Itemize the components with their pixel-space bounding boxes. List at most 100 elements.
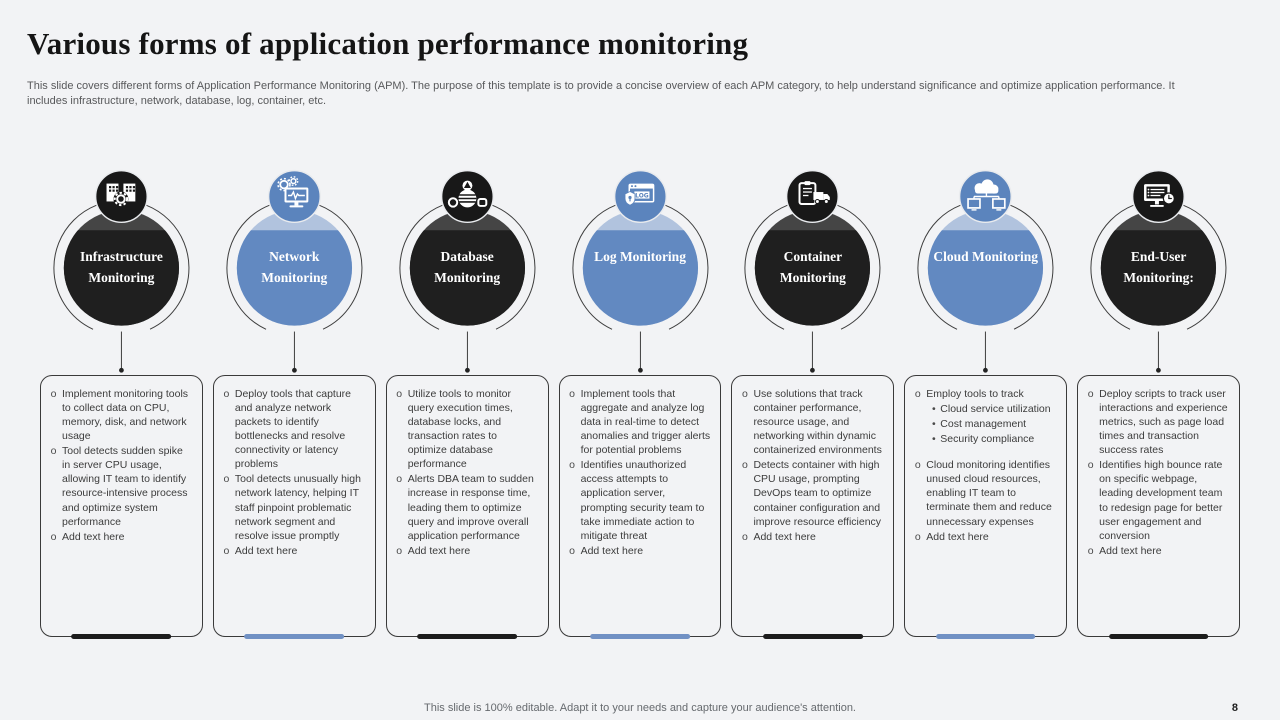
- bullet-item: o Add text here: [736, 530, 883, 544]
- monitor-report-clock-icon: [1144, 184, 1176, 207]
- apm-columns: Infrastructure Monitoring o Implement mon…: [40, 160, 1241, 639]
- sub-bullet-item: • Security compliance: [927, 432, 1066, 446]
- column-infrastructure: Infrastructure Monitoring o Implement mon…: [40, 160, 203, 639]
- log-window-shield-icon: LOG: [624, 183, 654, 206]
- category-graphic: [917, 169, 1054, 373]
- card-accent-bar: [71, 634, 172, 639]
- bullet-marker: o: [1087, 459, 1094, 472]
- card-accent-bar: [244, 634, 345, 639]
- category-card: o Implement monitoring tools to collect d…: [40, 375, 203, 639]
- bullet-item: o Alerts DBA team to sudden increase in r…: [391, 472, 538, 542]
- bullet-text: Tool detects sudden spike in server CPU …: [62, 445, 188, 528]
- bullet-text: Implement monitoring tools to collect da…: [62, 388, 189, 443]
- card-accent-bar: [1108, 634, 1209, 639]
- footer-note: This slide is 100% editable. Adapt it to…: [424, 702, 856, 714]
- database-icon: [447, 180, 488, 208]
- bullet-item: o Add text here: [564, 544, 711, 558]
- bullet-item: o Add text here: [391, 544, 538, 558]
- bullet-item: o Add text here: [218, 544, 365, 558]
- bullet-marker: o: [1087, 388, 1094, 400]
- bullet-marker: o: [742, 459, 748, 472]
- page-title: Various forms of application performance…: [27, 26, 749, 61]
- bullet-text: Add text here: [753, 530, 816, 543]
- bullet-text: Cloud monitoring identifies unused cloud…: [926, 459, 1052, 528]
- bullet-text: Add text here: [1099, 544, 1162, 557]
- bullet-text: Add text here: [407, 544, 471, 557]
- bullet-text: Alerts DBA team to sudden increase in re…: [407, 473, 534, 542]
- bullet-text: Deploy scripts to track user interaction…: [1099, 388, 1228, 457]
- clipboard-truck-icon: [798, 181, 831, 205]
- category-graphic: [53, 169, 190, 373]
- bullet-marker: o: [1087, 544, 1094, 557]
- category-title: Cloud Monitoring: [933, 249, 1039, 264]
- sub-bullet-marker: •: [931, 403, 936, 416]
- card-accent-bar: [417, 634, 517, 639]
- sub-bullet-text: Cloud service utilization: [940, 403, 1051, 416]
- bullet-text: Add text here: [62, 530, 125, 543]
- sub-bullet-list: • Cloud service utilization • Cost managem…: [905, 402, 1066, 446]
- bullet-marker: o: [50, 445, 57, 458]
- column-database: Database Monitoring o Utilize tools to mo…: [385, 160, 549, 639]
- bullet-text: Identifies unauthorized access attempts …: [580, 459, 705, 542]
- bullet-text: Add text here: [234, 544, 298, 557]
- bullet-marker: o: [914, 459, 921, 472]
- category-title: Log Monitoring: [594, 249, 686, 264]
- category-title: Network Monitoring: [261, 249, 328, 285]
- category-graphic: [1090, 169, 1227, 373]
- bullet-marker: o: [914, 388, 921, 400]
- sub-bullet-item: • Cost management: [927, 417, 1066, 431]
- buildings-gear-icon: [106, 183, 136, 207]
- bullet-marker: o: [569, 388, 575, 400]
- category-graphic: [399, 169, 536, 373]
- sub-bullet-item: • Cloud service utilization: [927, 402, 1066, 416]
- sub-bullet-marker: •: [931, 433, 936, 446]
- sub-bullet-text: Security compliance: [940, 433, 1035, 446]
- bullet-text: Utilize tools to monitor query execution…: [407, 388, 513, 471]
- svg-text:LOG: LOG: [635, 192, 649, 199]
- bullet-text: Tool detects unusually high network late…: [234, 473, 361, 542]
- sub-bullet-marker: •: [931, 418, 936, 431]
- bullet-marker: o: [569, 544, 575, 557]
- category-title: Infrastructure Monitoring: [79, 249, 163, 285]
- bullet-item: o Implement monitoring tools to collect d…: [45, 387, 192, 443]
- bullet-marker: o: [742, 530, 748, 543]
- bullet-item: o Utilize tools to monitor query executio…: [391, 387, 538, 471]
- bullet-marker: o: [396, 388, 403, 400]
- bullet-marker: o: [223, 544, 230, 557]
- card-accent-bar: [935, 634, 1036, 639]
- bullet-text: Use solutions that track container perfo…: [753, 388, 882, 457]
- sub-bullet-text: Cost management: [940, 418, 1027, 431]
- page-subtitle: This slide covers different forms of App…: [27, 80, 1175, 107]
- bullet-item: o Deploy scripts to track user interactio…: [1082, 387, 1229, 457]
- bullet-text: Add text here: [580, 544, 644, 557]
- category-graphic: [744, 169, 881, 373]
- category-card: o Utilize tools to monitor query executio…: [385, 375, 549, 639]
- bullet-text: Detects container with high CPU usage, p…: [753, 459, 882, 528]
- category-graphic: [226, 169, 363, 373]
- bullet-marker: o: [396, 544, 403, 557]
- category-card: o Deploy scripts to track user interactio…: [1077, 375, 1241, 639]
- bullet-marker: o: [396, 473, 403, 486]
- bullet-marker: o: [50, 388, 57, 400]
- category-title: Database Monitoring: [434, 249, 501, 285]
- bullet-item: o Add text here: [1082, 544, 1229, 558]
- bullet-item: o Tool detects sudden spike in server CPU…: [45, 444, 192, 528]
- bullet-text: Deploy tools that capture and analyze ne…: [234, 388, 352, 471]
